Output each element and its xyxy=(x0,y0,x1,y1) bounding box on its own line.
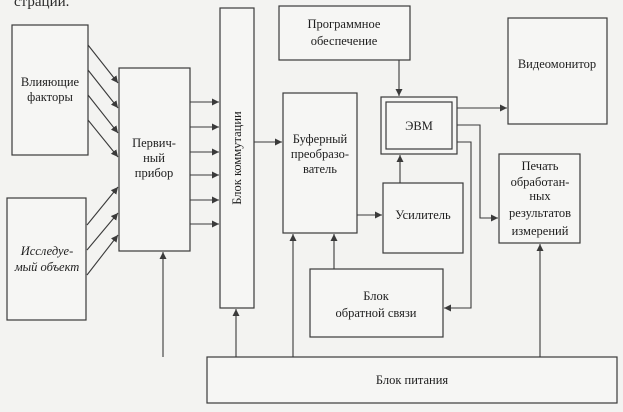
block-amplifier: Усилитель xyxy=(382,182,464,254)
svg-text:Блок коммутации: Блок коммутации xyxy=(230,111,244,205)
svg-text:ЭВМ: ЭВМ xyxy=(405,119,433,133)
svg-text:Видеомонитор: Видеомонитор xyxy=(518,57,596,71)
block-object-under-study: Исследуе-мый объект xyxy=(6,197,87,321)
svg-text:Усилитель: Усилитель xyxy=(395,208,451,222)
arrows-object-to-primary xyxy=(86,186,119,276)
arrows-primary-to-switching xyxy=(190,98,219,228)
svg-text:Исследуе-мый объект: Исследуе-мый объект xyxy=(14,244,80,274)
block-computer: ЭВМ xyxy=(380,96,458,155)
arrows-factors-to-primary xyxy=(87,44,119,158)
page-text-fragment: страции. xyxy=(14,0,69,10)
svg-text:Блок питания: Блок питания xyxy=(376,373,449,387)
arrow-computer-to-print xyxy=(457,124,498,222)
arrow-computer-to-feedback xyxy=(444,141,472,312)
block-power-supply: Блок питания xyxy=(206,356,618,404)
block-video-monitor: Видеомонитор xyxy=(507,17,608,125)
block-switching: Блок коммутации xyxy=(219,7,255,309)
